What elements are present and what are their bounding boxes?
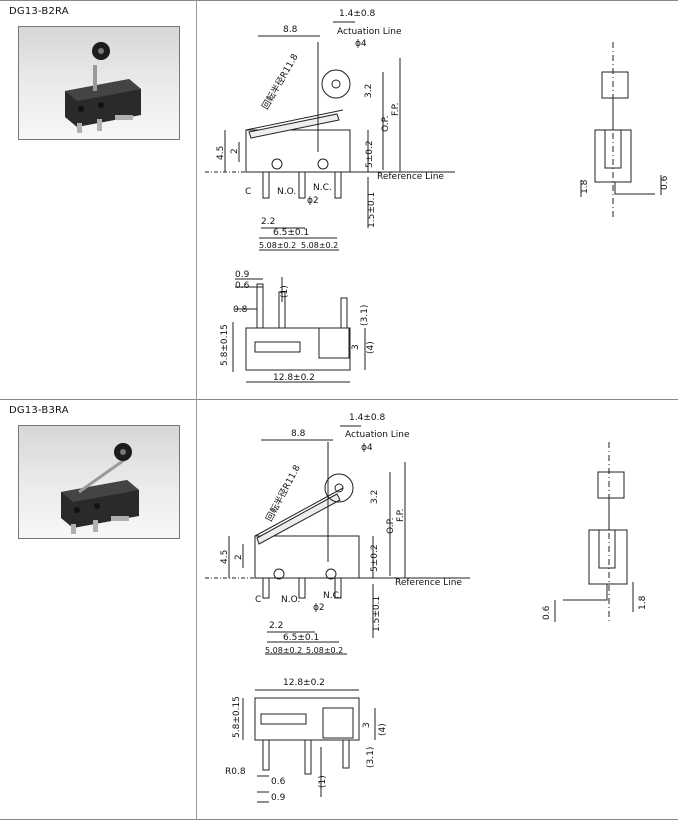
dim-phi2: ϕ2	[313, 603, 325, 613]
pin-no: N.O.	[277, 187, 296, 197]
dim-radius: 回転半径R11.8	[259, 51, 301, 111]
reference-line-label: Reference Line	[395, 578, 462, 588]
model-name: DG13-B3RA	[9, 405, 69, 416]
pin-no: N.O.	[281, 595, 300, 605]
bottom-dim-0-6: 0.6	[235, 281, 250, 291]
pin-nc: N.C.	[323, 591, 342, 601]
row-divider	[0, 399, 678, 400]
fp-label: F.P.	[391, 103, 401, 116]
side-dim-1-8: 1.8	[638, 595, 648, 610]
product-photo	[18, 425, 180, 539]
dim-2: 2	[230, 148, 240, 154]
side-dim-0-6: 0.6	[542, 605, 552, 620]
bottom-dim-0-8: 0.8	[233, 305, 248, 315]
dim-8-8: 8.8	[283, 25, 298, 35]
dim-4-5: 4.5	[216, 146, 226, 160]
dim-5-08-a: 5.08±0.2	[265, 646, 302, 655]
bottom-dim-0-9: 0.9	[235, 270, 250, 280]
bottom-dim-1: (1)	[318, 775, 328, 788]
bottom-dim-3: 3	[362, 722, 372, 728]
dim-5: 5±0.2	[370, 544, 380, 572]
actuation-line-label: Actuation Line	[337, 27, 402, 37]
dim-phi2: ϕ2	[307, 196, 319, 206]
dim-3-2: 3.2	[364, 84, 374, 98]
dim-6-5: 6.5±0.1	[283, 633, 319, 643]
dim-2-2: 2.2	[261, 217, 275, 227]
fp-label: F.P.	[396, 509, 406, 522]
bottom-dim-3-1: (3.1)	[360, 305, 370, 326]
bottom-dim-3: 3	[351, 344, 361, 350]
model-name: DG13-B2RA	[9, 6, 69, 17]
bottom-dim-0-6: 0.6	[271, 777, 286, 787]
bottom-dim-4: (4)	[378, 723, 388, 736]
bottom-dim-5-8: 5.8±0.15	[220, 324, 230, 366]
dim-1-5: 1.5±0.1	[372, 596, 382, 632]
technical-drawing: 1.4±0.8 Actuation Line 8.8 ϕ4 回転半径R11.8 …	[205, 413, 648, 803]
row-divider	[0, 0, 678, 1]
side-dim-1-8: 1.8	[580, 179, 590, 194]
bottom-dim-0-9: 0.9	[271, 793, 286, 803]
technical-drawing: 1.4±0.8 Actuation Line 8.8 ϕ4 回転半径R11.8 …	[205, 9, 670, 383]
bottom-dim-5-8: 5.8±0.15	[232, 696, 242, 738]
dim-2-2: 2.2	[269, 621, 283, 631]
dim-2: 2	[234, 554, 244, 560]
dim-actuation-tol: 1.4±0.8	[349, 413, 385, 423]
pin-c: C	[255, 595, 261, 605]
bottom-dim-r0-8: R0.8	[225, 767, 246, 777]
dim-1-5: 1.5±0.1	[367, 192, 377, 228]
bottom-dim-12-8: 12.8±0.2	[283, 678, 325, 688]
bottom-dim-4: (4)	[366, 341, 376, 354]
dim-6-5: 6.5±0.1	[273, 228, 309, 238]
dim-phi4: ϕ4	[361, 443, 373, 453]
pin-c: C	[245, 187, 251, 197]
bottom-dim-3-1: (3.1)	[366, 747, 376, 768]
op-label: O.P.	[381, 116, 391, 132]
row-divider	[0, 819, 678, 820]
op-label: O.P.	[386, 518, 396, 534]
dim-5-08-b: 5.08±0.2	[301, 241, 338, 250]
dim-5: 5±0.2	[365, 140, 375, 168]
pin-nc: N.C.	[313, 183, 332, 193]
product-photo	[18, 26, 180, 140]
dim-phi4: ϕ4	[355, 39, 367, 49]
reference-line-label: Reference Line	[377, 172, 444, 182]
column-divider	[196, 0, 197, 820]
side-dim-0-6: 0.6	[660, 175, 670, 190]
bottom-dim-1: (1)	[280, 285, 290, 298]
actuation-line-label: Actuation Line	[345, 430, 410, 440]
bottom-dim-12-8: 12.8±0.2	[273, 373, 315, 383]
dim-4-5: 4.5	[220, 550, 230, 564]
dim-actuation-tol: 1.4±0.8	[339, 9, 375, 19]
dim-radius: 回転半径R11.8	[263, 463, 303, 524]
dim-8-8: 8.8	[291, 429, 306, 439]
dim-3-2: 3.2	[370, 490, 380, 504]
dim-5-08-b: 5.08±0.2	[306, 646, 343, 655]
dim-5-08-a: 5.08±0.2	[259, 241, 296, 250]
